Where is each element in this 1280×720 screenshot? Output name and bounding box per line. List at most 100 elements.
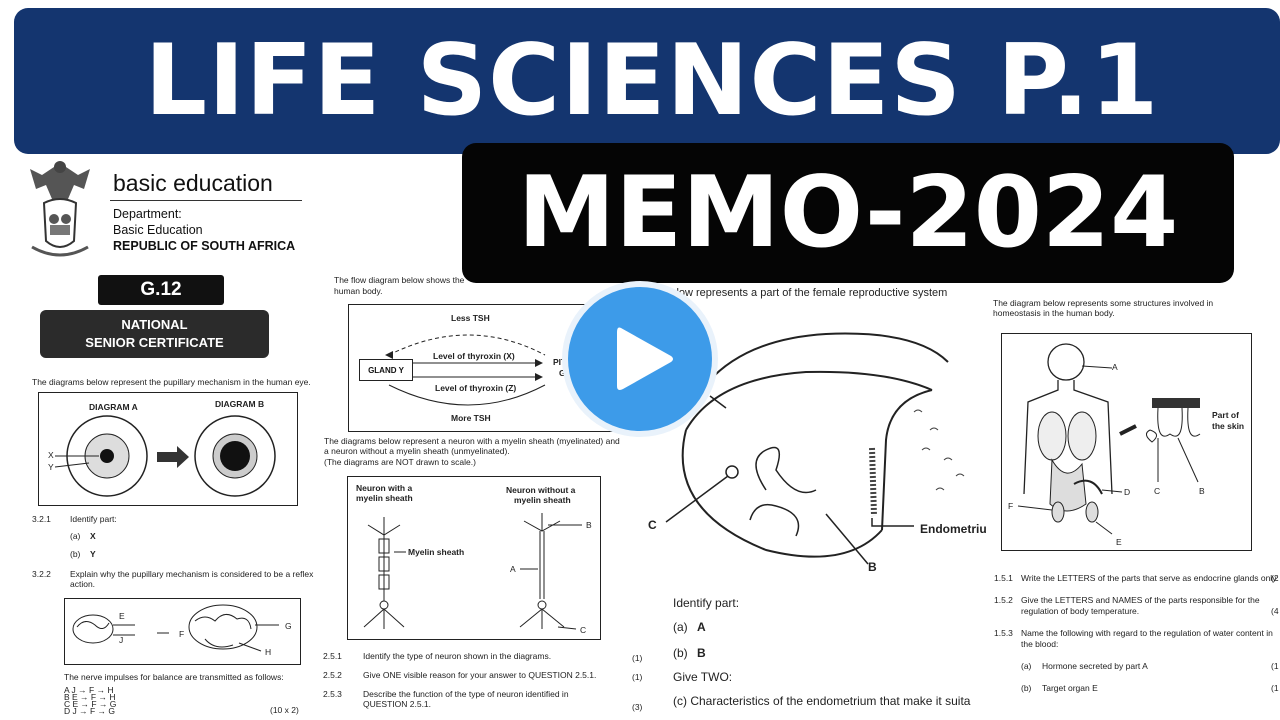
repro-intro: m below represents a part of the female … bbox=[652, 287, 948, 299]
q153b: (b) bbox=[1021, 683, 1032, 693]
gl-label: GL bbox=[559, 368, 571, 378]
q151-text: Write the LETTERS of the parts that serv… bbox=[1021, 573, 1279, 583]
q152-mark: (4 bbox=[1271, 606, 1279, 616]
country-name: REPUBLIC OF SOUTH AFRICA bbox=[113, 239, 296, 253]
label-y: Y bbox=[48, 462, 54, 472]
diagram-a-label: DIAGRAM A bbox=[89, 402, 138, 412]
q321b-val: Y bbox=[90, 549, 96, 559]
neuron-diagram: Neuron with a myelin sheath Neuron witho… bbox=[347, 476, 601, 640]
video-title: LIFE SCIENCES P.1 bbox=[144, 24, 1160, 138]
q322-num: 3.2.2 bbox=[32, 569, 51, 579]
body-label-c: C bbox=[1154, 486, 1161, 496]
q153a-text: Hormone secreted by part A bbox=[1042, 661, 1148, 671]
body-label-d: D bbox=[1124, 487, 1131, 497]
brain-label-e: E bbox=[119, 611, 125, 621]
option-a: A J → F → H bbox=[64, 685, 114, 695]
brain-label-h: H bbox=[265, 647, 272, 657]
eye-diagram: DIAGRAM A DIAGRAM B X Y bbox=[38, 392, 298, 506]
gland-y-box: GLAND Y bbox=[359, 359, 413, 381]
q321b: (b) bbox=[70, 549, 81, 559]
homeostasis-intro: The diagram below represents some struct… bbox=[993, 298, 1214, 318]
q251-num: 2.5.1 bbox=[323, 651, 342, 661]
brain-drawing bbox=[72, 604, 279, 652]
q322-text: Explain why the pupillary mechanism is c… bbox=[70, 569, 314, 589]
repro-label-b: B bbox=[868, 560, 877, 574]
eye-drawing bbox=[54, 415, 276, 497]
q321-text: Identify part: bbox=[70, 514, 117, 524]
q153a: (a) bbox=[1021, 661, 1032, 671]
option-d: D J → F → G bbox=[64, 706, 115, 716]
eye-intro: The diagrams below represent the pupilla… bbox=[32, 377, 311, 387]
org-name: basic education bbox=[113, 170, 273, 196]
play-icon bbox=[617, 327, 673, 390]
level-x: Level of thyroxin (X) bbox=[433, 351, 515, 361]
reproductive-diagram bbox=[665, 332, 965, 565]
q152-text-1: Give the LETTERS and NAMES of the parts … bbox=[1021, 595, 1260, 605]
brain-label-g: G bbox=[285, 621, 292, 631]
title-banner: LIFE SCIENCES P.1 bbox=[14, 8, 1280, 154]
q153-num: 1.5.3 bbox=[994, 628, 1013, 638]
q251-mark: (1) bbox=[632, 653, 643, 663]
flow-intro: The flow diagram below shows the bbox=[334, 275, 465, 285]
q153a-mark: (1 bbox=[1271, 661, 1279, 671]
part-b-val: B bbox=[697, 646, 706, 660]
brain-label-j: J bbox=[119, 635, 124, 645]
certificate-badge: NATIONAL SENIOR CERTIFICATE bbox=[40, 310, 269, 358]
label-x: X bbox=[48, 450, 54, 460]
q253-text-1: Describe the function of the type of neu… bbox=[363, 689, 569, 699]
q151-mark: (2 bbox=[1271, 573, 1279, 583]
flow-intro-2: human body. bbox=[334, 286, 383, 296]
nerve-text: The nerve impulses for balance are trans… bbox=[64, 672, 284, 682]
q321a: (a) bbox=[70, 531, 81, 541]
body-label-a: A bbox=[1112, 362, 1118, 372]
body-label-b: B bbox=[1199, 486, 1205, 496]
q321a-val: X bbox=[90, 531, 96, 541]
option-c: C E → F → G bbox=[64, 699, 117, 709]
without-sheath-1: Neuron without a bbox=[506, 485, 576, 495]
body-label-f: F bbox=[1008, 501, 1014, 511]
brain-diagram: E J F G H bbox=[64, 598, 301, 665]
part-b: (b) bbox=[673, 646, 688, 660]
endometrium-label: Endometriu bbox=[920, 522, 987, 536]
repro-label-c: C bbox=[648, 518, 657, 532]
cert-line-2: SENIOR CERTIFICATE bbox=[85, 335, 224, 350]
part-a-val: A bbox=[697, 620, 706, 634]
q253-text-2: QUESTION 2.5.1. bbox=[363, 699, 432, 709]
more-tsh: More TSH bbox=[451, 413, 491, 423]
q153-text-2: the blood: bbox=[1021, 639, 1059, 649]
play-button[interactable] bbox=[568, 287, 712, 431]
pit-label: PIT bbox=[553, 357, 567, 367]
identify-part: Identify part: bbox=[673, 596, 740, 610]
marks-total: (10 x 2) bbox=[270, 705, 299, 715]
neuron-label-b: B bbox=[586, 520, 592, 530]
q252-text: Give ONE visible reason for your answer … bbox=[363, 670, 597, 680]
q152-text-2: regulation of body temperature. bbox=[1021, 606, 1140, 616]
q153b-mark: (1 bbox=[1271, 683, 1279, 693]
skin-label-2: the skin bbox=[1212, 421, 1245, 431]
brain-label-f: F bbox=[179, 629, 185, 639]
q152-num: 1.5.2 bbox=[994, 595, 1013, 605]
skin-label-1: Part of bbox=[1212, 410, 1239, 420]
q252-num: 2.5.2 bbox=[323, 670, 342, 680]
with-sheath-1: Neuron with a bbox=[356, 483, 413, 493]
q252-mark: (1) bbox=[632, 672, 643, 682]
diagram-b-label: DIAGRAM B bbox=[215, 399, 265, 409]
memo-title: MEMO-2024 bbox=[517, 156, 1179, 270]
with-sheath-2: myelin sheath bbox=[356, 493, 413, 503]
q253-mark: (3) bbox=[632, 702, 643, 712]
cut-question: (c) Characteristics of the endometrium t… bbox=[673, 694, 971, 708]
option-b: B E → F → H bbox=[64, 692, 116, 702]
neuron-drawings bbox=[363, 513, 582, 630]
myelin-label: Myelin sheath bbox=[408, 547, 465, 557]
q153-text-1: Name the following with regard to the re… bbox=[1021, 628, 1273, 638]
body-drawing bbox=[1017, 343, 1201, 535]
without-sheath-2: myelin sheath bbox=[514, 495, 571, 505]
coat-of-arms-icon bbox=[30, 161, 90, 257]
org-underline bbox=[110, 200, 302, 201]
neuron-intro: The diagrams below represent a neuron wi… bbox=[324, 436, 620, 456]
level-z: Level of thyroxin (Z) bbox=[435, 383, 517, 393]
dept-label: Department: bbox=[113, 207, 182, 221]
neuron-note: (The diagrams are NOT drawn to scale.) bbox=[324, 457, 476, 467]
q151-num: 1.5.1 bbox=[994, 573, 1013, 583]
neuron-label-a: A bbox=[510, 564, 516, 574]
